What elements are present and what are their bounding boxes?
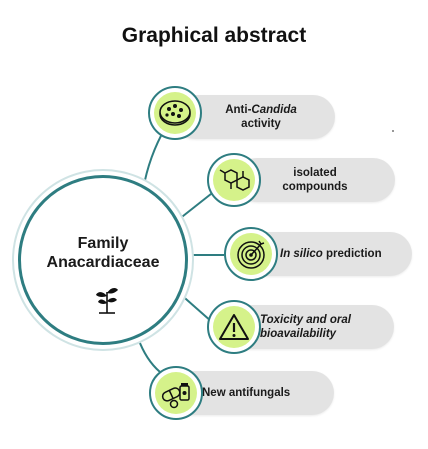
target-icon [237,240,265,269]
molecule-structure-icon [219,169,250,191]
pills-icon [161,383,190,409]
hub-label: Family Anacardiaceae [21,234,185,272]
node-isolated-compounds [207,153,261,207]
stray-dot [392,130,394,132]
node-new-antifungals [149,366,203,420]
node-anti-candida [148,86,202,140]
item1-text-line2: activity [241,118,281,130]
item3-text-rest: prediction [322,248,382,260]
connector-5 [137,337,161,373]
connector-4 [177,291,213,323]
page-title: Graphical abstract [121,24,307,47]
pill-anti-candida: Anti-Candida activity [173,95,335,139]
item1-text-a: Anti- [225,104,252,116]
item4-text-line2: bioavailability [260,328,337,340]
connector-2 [177,189,217,221]
item3-text-italic: In silico [280,248,323,260]
node-in-silico [224,227,278,281]
hub-label-line2: Anacardiaceae [46,254,160,271]
node-toxicity [207,300,261,354]
item5-text-line1: New antifungals [202,387,291,399]
warning-triangle-icon [219,314,249,340]
item2-text-line2: compounds [282,181,348,193]
item2-text-line1: isolated [293,167,337,179]
family-hub-circle: Family Anacardiaceae [18,175,188,345]
item1-text-italic: Candida [251,104,297,116]
pill-isolated-compounds: isolated compounds [235,158,395,202]
hub-label-line1: Family [77,235,129,252]
item4-text-line1: Toxicity and oral [260,314,351,326]
petri-dish-icon [159,100,191,126]
plant-sprout-icon [96,288,118,314]
